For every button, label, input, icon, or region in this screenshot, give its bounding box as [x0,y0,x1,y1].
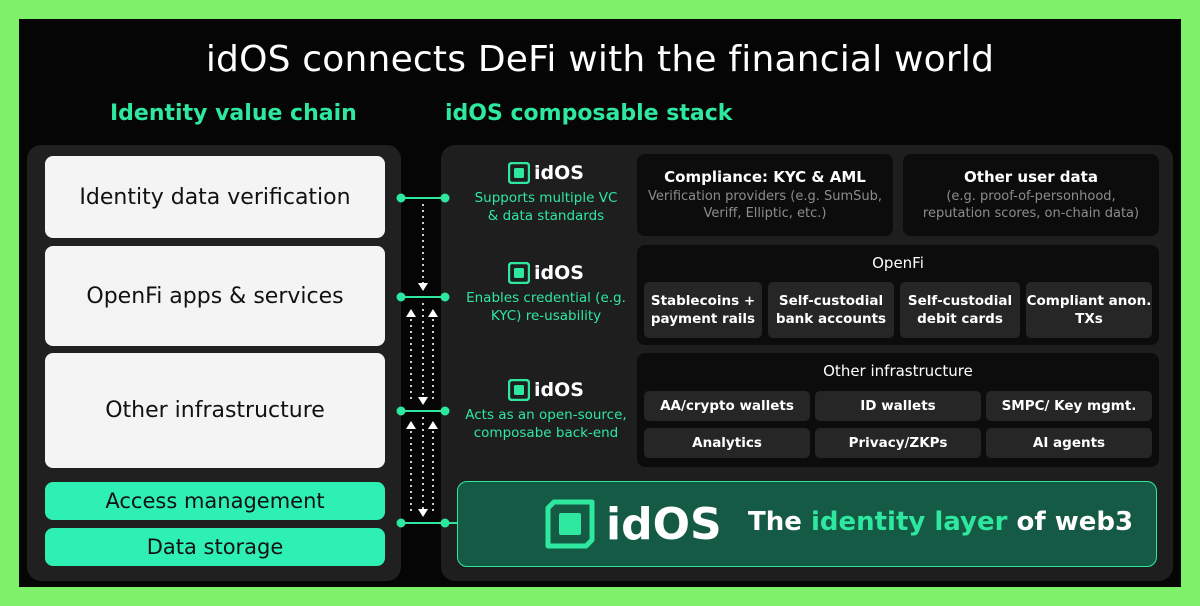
openfi-item-stablecoins: Stablecoins + payment rails [644,282,762,338]
other-infrastructure-card: Other infrastructure AA/crypto wallets I… [637,353,1159,467]
identity-layer-banner: idOS The identity layer of web3 [457,481,1157,567]
arrow-down-icon [418,397,428,405]
infra-title: Other infrastructure [823,362,973,380]
connectors [396,193,457,528]
idos-row-1-line2: & data standards [487,208,605,224]
chain-item-openfi-apps: OpenFi apps & services [45,246,385,346]
openfi-card: OpenFi Stablecoins + payment rails Self-… [637,245,1159,345]
tagline-pre: The [748,507,811,537]
chain-item-other-infrastructure: Other infrastructure [45,353,385,468]
idos-row-3-name: idOS [534,379,584,401]
connector-dot-icon [396,518,406,528]
infra-item-aa-wallets: AA/crypto wallets [644,391,810,421]
compliance-card: Compliance: KYC & AML Verification provi… [637,154,893,236]
other-user-data-card: Other user data (e.g. proof-of-personhoo… [903,154,1159,236]
chain-item-identity-data-verification: Identity data verification [45,156,385,238]
other-user-data-line1: (e.g. proof-of-personhood, [946,189,1116,204]
idos-row-3-line2: composabe back-end [473,425,619,441]
connector-dot-icon [396,292,406,302]
idos-banner-logo: idOS [544,498,722,550]
arrow-up-icon [406,421,416,429]
compliance-line2: Veriff, Elliptic, etc.) [703,206,827,221]
compliance-line1: Verification providers (e.g. SumSub, [648,189,882,204]
infra-item-analytics: Analytics [644,428,810,458]
arrow-up-icon [428,309,438,317]
idos-row-2-line2: KYC) re-usability [490,308,602,324]
other-user-data-title: Other user data [964,168,1098,186]
idos-row-1-line1: Supports multiple VC [474,190,618,206]
left-heading: Identity value chain [110,101,357,126]
openfi-item-2-line1: Self-custodial [778,293,884,309]
arrow-up-icon [428,421,438,429]
tagline-highlight: identity layer [810,507,1008,537]
openfi-item-1-line1: Stablecoins + [650,293,756,309]
idos-row-1-name: idOS [534,162,584,184]
tagline-post: of web3 [1007,507,1134,537]
connector-dot-icon [440,193,450,203]
infra-item-privacy: Privacy/ZKPs [815,428,981,458]
connector-dot-icon [440,406,450,416]
idos-logo-icon [545,499,595,549]
idos-row-1: idOS Supports multiple VC & data standar… [451,161,641,225]
openfi-item-4-line1: Compliant anon. [1026,293,1152,309]
idos-logo-icon [508,379,531,401]
idos-row-3-line1: Acts as an open-source, [465,407,627,423]
openfi-item-3-line1: Self-custodial [907,293,1013,309]
idos-composable-stack-panel: idOS Supports multiple VC & data standar… [441,145,1173,581]
idos-row-2-name: idOS [534,262,584,284]
infra-item-id-wallets: ID wallets [815,391,981,421]
diagram-frame: idOS connects DeFi with the financial wo… [19,19,1181,587]
banner-tagline: The identity layer of web3 [748,507,1133,537]
right-heading: idOS composable stack [445,101,733,126]
openfi-item-debit-cards: Self-custodial debit cards [900,282,1020,338]
page-title: idOS connects DeFi with the financial wo… [205,39,995,80]
infra-item-ai-agents: AI agents [986,428,1152,458]
arrow-down-icon [418,283,428,291]
openfi-item-2-line2: bank accounts [775,311,887,327]
openfi-item-4-line2: TXs [1075,311,1103,327]
connector-dot-icon [440,292,450,302]
connector-dot-icon [440,518,450,528]
idos-row-2-line1: Enables credential (e.g. [466,290,626,306]
compliance-title: Compliance: KYC & AML [664,168,866,186]
idos-logo-icon [508,162,531,184]
banner-logo-text: idOS [606,498,722,550]
openfi-item-compliant-anon-txs: Compliant anon. TXs [1026,282,1152,338]
openfi-item-1-line2: payment rails [650,311,756,327]
idos-row-3: idOS Acts as an open-source, composabe b… [451,378,641,442]
infra-item-smpc: SMPC/ Key mgmt. [986,391,1152,421]
connector-dot-icon [396,406,406,416]
chain-item-data-storage: Data storage [45,528,385,566]
arrow-down-icon [418,509,428,517]
openfi-item-bank-accounts: Self-custodial bank accounts [768,282,894,338]
openfi-item-3-line2: debit cards [917,311,1003,327]
idos-logo-icon [508,262,531,284]
identity-value-chain-panel: Identity data verification OpenFi apps &… [27,145,401,581]
openfi-title: OpenFi [872,254,924,272]
idos-row-2: idOS Enables credential (e.g. KYC) re-us… [451,261,641,325]
chain-item-access-management: Access management [45,482,385,520]
other-user-data-line2: reputation scores, on-chain data) [922,206,1140,221]
arrow-up-icon [406,309,416,317]
connector-dot-icon [396,193,406,203]
